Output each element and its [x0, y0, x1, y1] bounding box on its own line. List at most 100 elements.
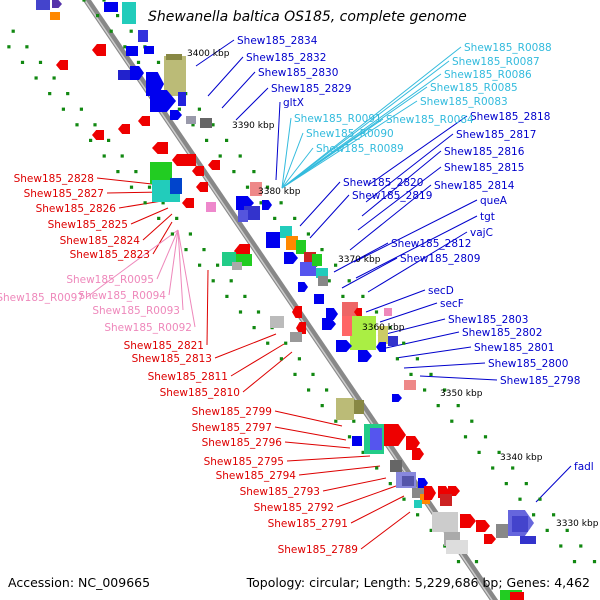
- track-dot: [34, 76, 38, 80]
- connector-line: [286, 455, 371, 462]
- track-dot: [429, 528, 433, 532]
- gene-block: [390, 460, 402, 472]
- track-dot: [565, 528, 569, 532]
- track-dot: [143, 201, 147, 205]
- gene-arrow: [208, 160, 220, 170]
- track-dot: [229, 279, 233, 283]
- track-dot: [456, 404, 460, 408]
- track-dot: [402, 341, 406, 345]
- connector-line: [235, 87, 269, 121]
- connector-line: [349, 184, 432, 251]
- connector-line: [152, 221, 173, 255]
- gene-block: [318, 276, 328, 286]
- track-dot: [388, 326, 392, 330]
- connector-line: [281, 46, 462, 189]
- connector-line: [377, 318, 446, 337]
- track-dot: [177, 107, 181, 111]
- track-dot: [347, 435, 352, 439]
- track-dot: [443, 388, 447, 392]
- connector-line: [419, 375, 498, 381]
- connector-line: [130, 207, 169, 225]
- gene-arrow: [182, 198, 194, 208]
- gene-label-forward: Shew185_2815: [444, 162, 524, 174]
- gene-label-reverse: Shew185_2821: [124, 340, 204, 352]
- gene-label-reverse: Shew185_2811: [148, 371, 228, 383]
- connector-line: [353, 199, 478, 263]
- scale-label: 3330 kbp: [556, 519, 599, 529]
- connector-line: [281, 132, 304, 189]
- gene-block: [404, 380, 416, 390]
- track-dot: [256, 310, 261, 314]
- gene-label-reverse: Shew185_2826: [36, 203, 117, 215]
- track-dot: [572, 560, 577, 564]
- track-dot: [161, 201, 165, 205]
- track-dot: [511, 466, 515, 470]
- track-dot: [238, 154, 242, 158]
- gene-arrow: [460, 514, 476, 528]
- track-dot: [116, 170, 120, 174]
- rna-label-forward: Shew185_R0086: [444, 69, 532, 81]
- gene-label-forward: Shew185_2818: [470, 111, 550, 123]
- connector-line: [336, 485, 397, 508]
- track-dot: [147, 185, 152, 189]
- track-dot: [129, 185, 134, 189]
- track-dot: [395, 357, 399, 361]
- track-dot: [518, 497, 522, 501]
- gene-block: [414, 500, 422, 508]
- track-dot: [306, 232, 310, 236]
- track-dot: [279, 357, 283, 361]
- track-dot: [218, 154, 222, 158]
- gene-label-forward: secD: [428, 285, 454, 297]
- scale-label: 3360 kbp: [362, 323, 405, 333]
- gene-label-reverse: Shew185_2793: [240, 486, 320, 498]
- gene-block: [512, 516, 528, 532]
- connector-line: [365, 289, 426, 313]
- gene-arrow: [326, 308, 338, 320]
- track-dot: [96, 14, 100, 18]
- track-dot: [450, 419, 454, 423]
- track-dot: [388, 482, 392, 486]
- gene-label-forward: Shew185_2814: [434, 180, 515, 192]
- track-dot: [409, 372, 413, 376]
- gene-block: [402, 476, 414, 486]
- connector-line: [142, 213, 173, 241]
- connector-line: [322, 477, 387, 492]
- gene-label-forward: Shew185_2801: [474, 342, 554, 354]
- gene-block: [50, 12, 60, 20]
- gene-label-forward: Shew185_2798: [500, 375, 580, 387]
- gene-block: [206, 202, 216, 212]
- connector-line: [355, 215, 478, 279]
- track-dot: [265, 185, 270, 189]
- track-dot: [259, 201, 263, 205]
- gene-arrow: [56, 60, 68, 70]
- track-dot: [307, 388, 311, 392]
- connector-line: [333, 242, 389, 273]
- gene-arrow: [336, 340, 352, 352]
- track-dot: [197, 107, 201, 111]
- track-dot: [374, 310, 379, 314]
- gene-arrow: [358, 350, 372, 362]
- track-dot: [157, 216, 161, 220]
- track-dot: [334, 263, 338, 267]
- track-dot: [456, 560, 461, 564]
- track-dot: [504, 482, 508, 486]
- connector-line: [357, 166, 442, 231]
- gene-block: [200, 118, 212, 128]
- scale-label: 3370 kbp: [338, 255, 381, 265]
- gene-label-forward: gltX: [283, 97, 304, 109]
- gene-block: [150, 162, 172, 184]
- track-dot: [579, 544, 583, 548]
- rna-label-reverse: Shew185_R0095: [66, 274, 154, 286]
- gene-arrow: [118, 124, 130, 134]
- track-dot: [75, 123, 79, 127]
- track-dot: [252, 326, 256, 330]
- connector-line: [369, 115, 468, 185]
- connector-line: [177, 229, 196, 328]
- connector-line: [195, 39, 235, 67]
- gene-arrow: [292, 306, 302, 318]
- track-dot: [320, 248, 324, 252]
- track-dot: [325, 388, 329, 392]
- connector-line: [177, 229, 184, 311]
